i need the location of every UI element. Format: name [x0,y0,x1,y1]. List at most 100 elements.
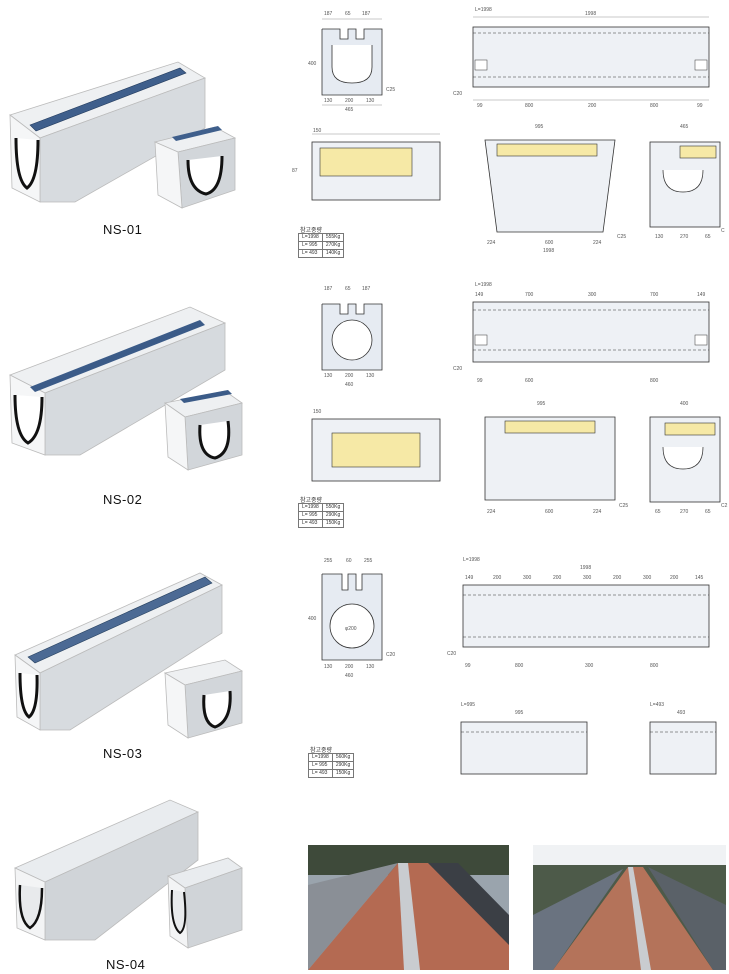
dim: 224 [487,509,496,515]
dim: C20 [453,91,462,97]
dim: 255 [364,558,373,564]
product-label-ns01: NS-01 [103,222,143,237]
dim: C25 [619,503,628,509]
dim: 130 [366,98,375,104]
dim: 200 [613,575,622,581]
dim: C2 [721,503,728,509]
ns03-short-elevations: L=995 995 L=493 493 [460,702,717,775]
dim: 460 [345,673,354,679]
dim: 145 [695,575,704,581]
dim: 130 [324,98,333,104]
dim: L=995 [461,702,475,708]
dim: 187 [324,286,333,292]
dim: 270 [680,509,689,515]
dim: 300 [588,292,597,298]
dim: 130 [324,664,333,670]
dim: 465 [680,124,689,130]
dim: 995 [515,710,524,716]
dim: 1998 [585,11,596,17]
dim: C [721,228,725,234]
dim: 400 [308,616,317,622]
dim: 149 [697,292,706,298]
ns01-photo [9,61,237,209]
dim: 255 [324,558,333,564]
dim: L=1998 [463,557,480,563]
dim: 130 [324,373,333,379]
dim: 1998 [580,565,591,571]
dim: 800 [650,103,659,109]
dim: 150 [313,409,322,415]
weight-table-title: 참고중량 [300,498,323,504]
dim: 224 [487,240,496,246]
ns03-photo [14,572,243,739]
dim: C20 [447,651,456,657]
dim: 99 [477,103,483,109]
ns02-side-elevation: 995 224 600 224 C25 400 65 270 65 C2 [484,401,728,515]
dim: 187 [362,11,371,17]
dim: L=1998 [475,7,492,13]
dim: 600 [525,378,534,384]
ns04-photo [14,799,243,949]
ns03-cross-section: 255 60 255 130 200 130 460 φ200 400 C20 [308,558,395,679]
dim: 65 [345,11,351,17]
dim: 130 [366,373,375,379]
ns03-front-elevation: L=1998 1998 149 200 300 200 300 200 300 … [447,557,710,669]
dim: 149 [475,292,484,298]
dim: 600 [545,509,554,515]
dim: 200 [553,575,562,581]
dim: 99 [465,663,471,669]
ns01-cross-section: 187 65 187 130 200 130 465 400 C25 [308,11,395,113]
dim: C20 [386,652,395,658]
dim: 200 [493,575,502,581]
dim: 224 [593,509,602,515]
dim: 400 [308,61,317,67]
dim: 300 [583,575,592,581]
dim: 130 [366,664,375,670]
dim: 400 [680,401,689,407]
dim: 130 [655,234,664,240]
dim: 187 [362,286,371,292]
dim: 300 [643,575,652,581]
dim: 800 [650,378,659,384]
dim: 700 [525,292,534,298]
dim: 187 [324,11,333,17]
dim: 800 [650,663,659,669]
ns01-plan-view: 150 87 [292,128,441,201]
dim: 200 [670,575,679,581]
ns02-front-elevation: L=1998 149 700 300 700 149 99 600 800 C2… [453,282,710,384]
dim: 200 [345,664,354,670]
product-label-ns03: NS-03 [103,746,143,761]
dim: 995 [537,401,546,407]
dim: 493 [677,710,686,716]
dim: C20 [453,366,462,372]
dim: 99 [697,103,703,109]
dim: 460 [345,382,354,388]
dim: 800 [525,103,534,109]
dim: 300 [523,575,532,581]
dim: 65 [345,286,351,292]
dim: 65 [705,509,711,515]
dim: 65 [705,234,711,240]
dim: 600 [545,240,554,246]
dim: C25 [617,234,626,240]
dim: 65 [655,509,661,515]
dim: 800 [515,663,524,669]
dim: 270 [680,234,689,240]
dim: 700 [650,292,659,298]
product-label-ns02: NS-02 [103,492,143,507]
dim: C25 [386,87,395,93]
ns02-photo [9,306,243,471]
dim: 200 [588,103,597,109]
weight-table-title: 참고중량 [300,228,323,234]
